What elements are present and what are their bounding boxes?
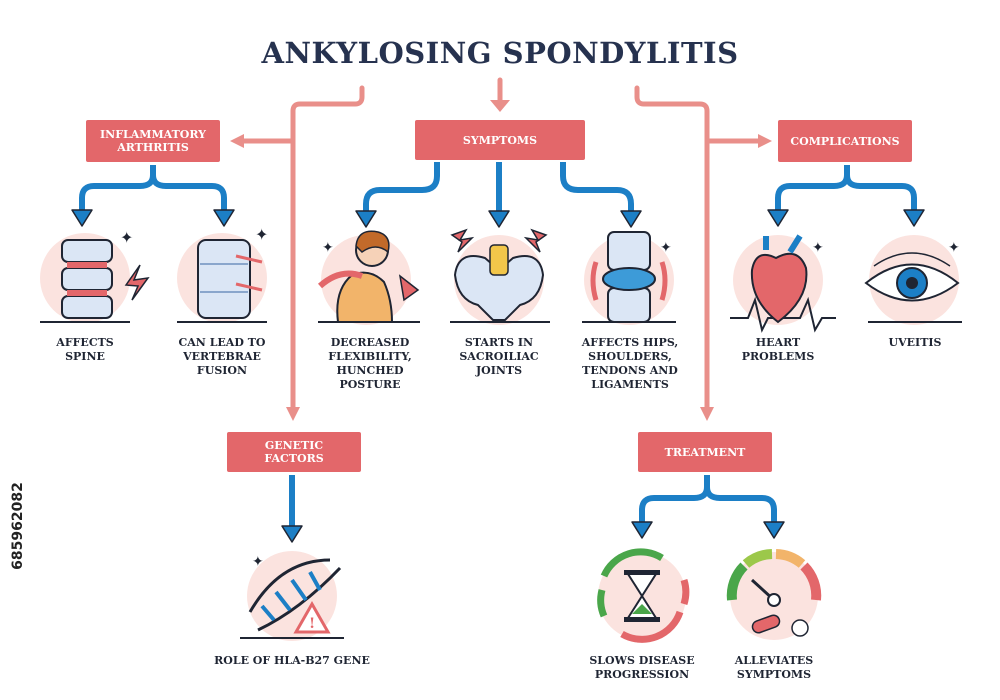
label-hips-shoulders: AFFECTS HIPS, SHOULDERS, TENDONS AND LIG… bbox=[581, 336, 679, 391]
eye-icon bbox=[864, 235, 962, 325]
arrow-head bbox=[631, 521, 653, 539]
box-inflammatory-arthritis: INFLAMMATORY ARTHRITIS bbox=[86, 120, 220, 162]
side-code: 685962082 bbox=[6, 458, 30, 594]
label-vertebrae-fusion: CAN LEAD TO VERTEBRAE FUSION bbox=[178, 336, 266, 377]
box-symptoms: SYMPTOMS bbox=[415, 120, 585, 160]
sparkle-icon: ✦ bbox=[120, 228, 133, 247]
connector-to-genetic-head bbox=[286, 407, 300, 421]
sparkle-icon: ✦ bbox=[948, 240, 960, 256]
box-complications: COMPLICATIONS bbox=[778, 120, 912, 162]
arrow-head bbox=[488, 210, 510, 228]
hourglass-cycle-icon bbox=[597, 548, 690, 643]
box-genetic-factors: GENETIC FACTORS bbox=[227, 432, 361, 472]
arrow-head bbox=[620, 210, 642, 228]
label-hla-b27: ROLE OF HLA-B27 GENE bbox=[214, 654, 370, 667]
blue-arrows bbox=[71, 162, 925, 543]
connector-right-branch bbox=[634, 85, 710, 411]
arrow-head bbox=[71, 209, 93, 227]
label-decreased-flexibility: DECREASED FLEXIBILITY, HUNCHED POSTURE bbox=[328, 336, 412, 391]
side-code-text: 685962082 bbox=[10, 482, 26, 570]
hunched-posture-icon bbox=[317, 230, 420, 325]
label-slows-progression: SLOWS DISEASE PROGRESSION bbox=[589, 654, 695, 681]
arrow-treatment-split bbox=[639, 475, 777, 524]
connector-left-branch bbox=[290, 85, 365, 411]
arrow-head bbox=[355, 210, 377, 228]
gauge-pills-icon bbox=[726, 549, 822, 640]
joint-icon bbox=[582, 231, 676, 325]
label-heart-problems: HEART PROBLEMS bbox=[741, 336, 815, 363]
arrow-symptoms-left bbox=[363, 162, 440, 213]
dna-icon: ! bbox=[240, 551, 344, 641]
arrow-head bbox=[763, 521, 785, 539]
box-treatment: TREATMENT bbox=[638, 432, 772, 472]
svg-text:✦: ✦ bbox=[255, 225, 268, 244]
arrow-symptoms-right bbox=[560, 162, 634, 213]
arrow-head bbox=[767, 209, 789, 227]
heart-icon bbox=[730, 234, 836, 333]
arrow-complications-split bbox=[775, 165, 917, 212]
fused-spine-icon: ✦ bbox=[177, 225, 268, 323]
connector-lines bbox=[230, 77, 772, 421]
label-affects-spine: AFFECTS SPINE bbox=[56, 336, 114, 363]
sparkle-icon: ✦ bbox=[812, 240, 824, 256]
label-uveitis: UVEITIS bbox=[888, 336, 942, 349]
sparkle-icon: ✦ bbox=[322, 240, 334, 256]
pelvis-icon bbox=[450, 228, 550, 325]
arrow-head bbox=[281, 525, 303, 543]
arrow-head bbox=[213, 209, 235, 227]
arrow-head bbox=[903, 209, 925, 227]
spine-icon bbox=[40, 233, 150, 323]
label-sacroiliac: STARTS IN SACROILIAC JOINTS bbox=[459, 336, 539, 377]
page-title: ANKYLOSING SPONDYLITIS bbox=[261, 36, 739, 70]
connector-to-inflammatory-head bbox=[230, 134, 244, 148]
arrow-inflammatory-split bbox=[79, 165, 227, 212]
sparkle-icon: ✦ bbox=[660, 240, 672, 256]
svg-text:!: ! bbox=[309, 616, 315, 632]
connector-to-complications-head bbox=[758, 134, 772, 148]
connector-to-symptoms-head bbox=[490, 100, 510, 112]
connector-to-treatment-head bbox=[700, 407, 714, 421]
label-alleviates-symptoms: ALLEVIATES SYMPTOMS bbox=[734, 654, 814, 681]
sparkle-icon: ✦ bbox=[252, 554, 264, 570]
